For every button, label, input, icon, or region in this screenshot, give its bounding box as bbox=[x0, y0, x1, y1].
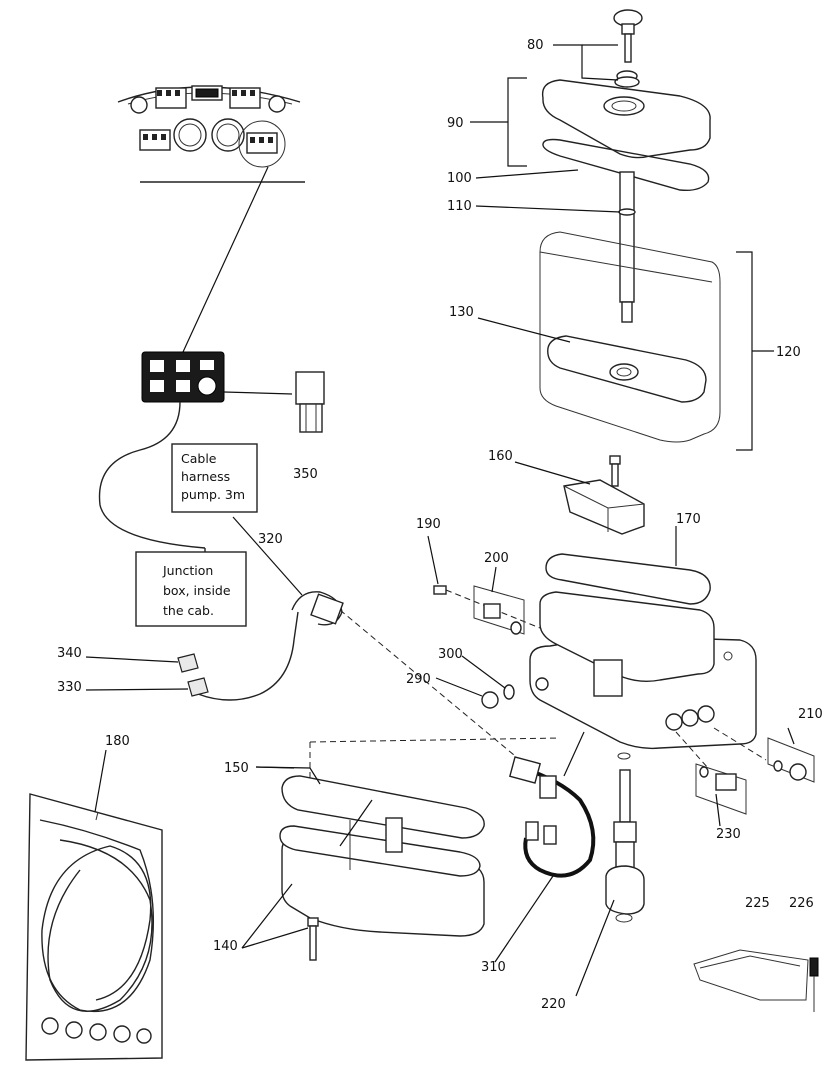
lid-90-illustration bbox=[541, 79, 711, 159]
callout-350: 350 bbox=[293, 467, 318, 482]
callout-226: 226 bbox=[789, 896, 814, 911]
callout-80: 80 bbox=[527, 38, 544, 53]
fitting-190-illustration bbox=[433, 585, 447, 595]
callout-130: 130 bbox=[449, 305, 474, 320]
dashboard-illustration bbox=[117, 85, 305, 183]
callout-190: 190 bbox=[416, 517, 441, 532]
callout-170: 170 bbox=[676, 512, 701, 527]
cable-harness-note: Cable harness pump. 3m bbox=[171, 443, 258, 513]
fitting-200-illustration bbox=[473, 585, 525, 635]
fitting-210-illustration bbox=[767, 737, 815, 783]
callout-90: 90 bbox=[447, 116, 464, 131]
callout-180: 180 bbox=[105, 734, 130, 749]
cable-gland-340 bbox=[177, 653, 199, 673]
junction-note-line-3: the cab. bbox=[163, 603, 214, 618]
callout-220: 220 bbox=[541, 997, 566, 1012]
junction-note-line-2: box, inside bbox=[163, 583, 231, 598]
switch-350-illustration bbox=[295, 371, 325, 433]
callout-200: 200 bbox=[484, 551, 509, 566]
cable-set-180-illustration bbox=[25, 793, 163, 1061]
sensor-220-illustration bbox=[605, 752, 645, 923]
cable-310-illustration bbox=[508, 756, 596, 878]
cable-note-line-3: pump. 3m bbox=[181, 487, 245, 502]
knob-80-illustration bbox=[613, 9, 643, 88]
callout-310: 310 bbox=[481, 960, 506, 975]
junction-box-note: Junction box, inside the cab. bbox=[135, 551, 247, 627]
callout-300: 300 bbox=[438, 647, 463, 662]
fitting-230-illustration bbox=[695, 763, 747, 815]
pump-housing-illustration bbox=[529, 591, 757, 750]
screw-illustration bbox=[609, 455, 621, 487]
junction-note-line-1: Junction bbox=[162, 563, 213, 578]
callout-290: 290 bbox=[406, 672, 431, 687]
callout-230: 230 bbox=[716, 827, 741, 842]
callout-100: 100 bbox=[447, 171, 472, 186]
connector-320-illustration bbox=[197, 591, 344, 701]
callout-225: 225 bbox=[745, 896, 770, 911]
callout-110: 110 bbox=[447, 199, 472, 214]
cable-gland-330 bbox=[187, 677, 209, 697]
block-160-illustration bbox=[563, 479, 645, 535]
callout-330: 330 bbox=[57, 680, 82, 695]
callout-140: 140 bbox=[213, 939, 238, 954]
callout-160: 160 bbox=[488, 449, 513, 464]
housing-base-illustration bbox=[279, 775, 485, 937]
plate-130-illustration bbox=[547, 335, 707, 403]
callout-320: 320 bbox=[258, 532, 283, 547]
cable-note-line-2: harness bbox=[181, 469, 230, 484]
shaft-110-illustration bbox=[618, 171, 636, 323]
cable-note-line-1: Cable bbox=[181, 451, 217, 466]
bolt-140-illustration bbox=[307, 917, 319, 961]
callout-340: 340 bbox=[57, 646, 82, 661]
callout-210: 210 bbox=[798, 707, 823, 722]
callout-120: 120 bbox=[776, 345, 801, 360]
control-panel-illustration bbox=[141, 351, 225, 403]
callout-150: 150 bbox=[224, 761, 249, 776]
tank-120-illustration bbox=[539, 231, 721, 443]
parts-225-226-illustration bbox=[693, 949, 819, 1012]
